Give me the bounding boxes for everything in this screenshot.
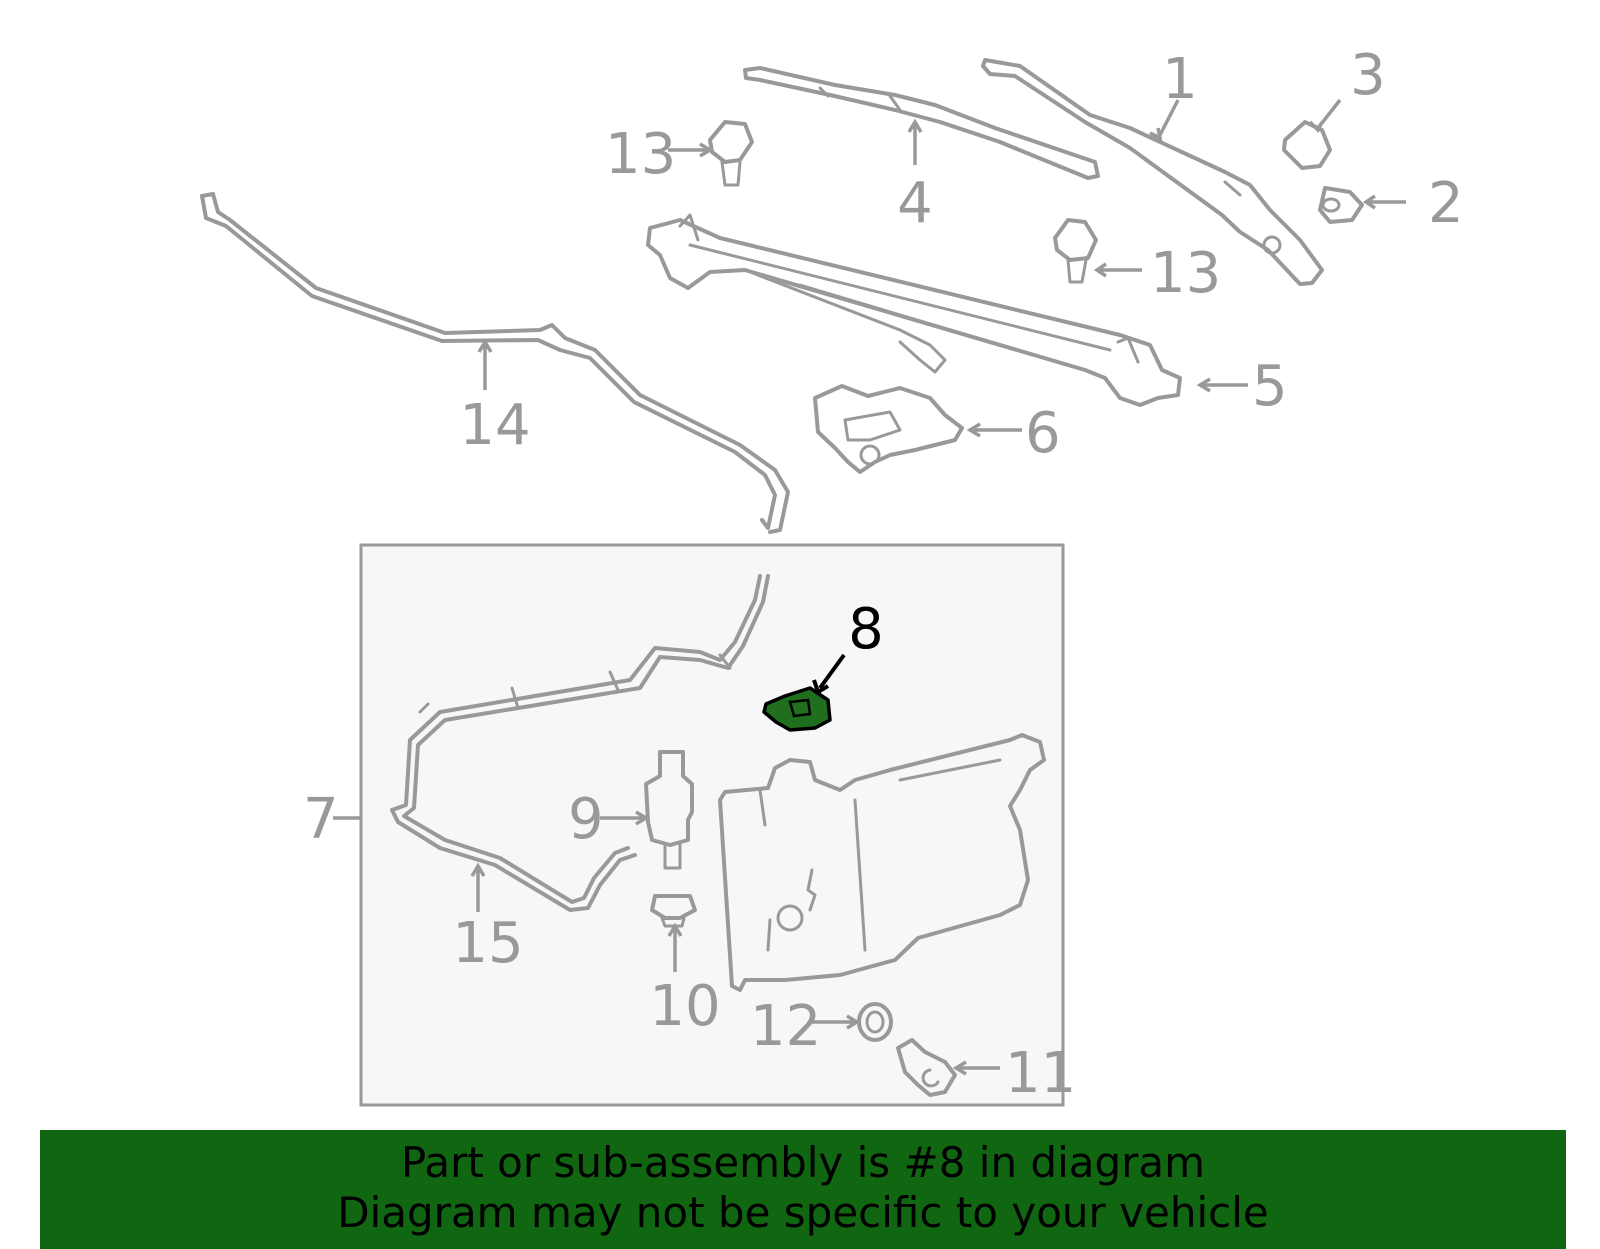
wiper-blade-part-4[interactable]	[743, 66, 1100, 180]
part-info-banner: Part or sub-assembly is #8 in diagram Di…	[40, 1130, 1566, 1249]
cap-part-3[interactable]	[1282, 120, 1332, 170]
callout-4: 4	[897, 171, 933, 236]
callout-12: 12	[750, 994, 821, 1059]
washer-pump-part-9[interactable]	[644, 750, 694, 870]
callout-13a: 13	[605, 122, 676, 187]
wiper-arm-part-1[interactable]	[981, 58, 1324, 286]
callout-8: 8	[848, 597, 884, 662]
wiper-motor-part-6[interactable]	[813, 384, 964, 474]
callout-14: 14	[459, 393, 530, 458]
washer-nozzle-part-13a[interactable]	[708, 120, 754, 187]
banner-line-2: Diagram may not be specific to your vehi…	[337, 1188, 1269, 1237]
callout-2: 2	[1428, 171, 1464, 236]
callout-15: 15	[452, 911, 523, 976]
callout-7: 7	[303, 787, 339, 852]
callout-3: 3	[1350, 43, 1386, 108]
callout-5: 5	[1252, 354, 1288, 419]
callout-10: 10	[649, 974, 720, 1039]
nut-part-2[interactable]	[1318, 186, 1364, 224]
washer-hose-part-14[interactable]	[200, 192, 790, 534]
callout-1: 1	[1162, 47, 1198, 112]
washer-hose-part-15[interactable]	[390, 574, 770, 912]
leader-lines	[333, 98, 1406, 1076]
wiper-linkage-part-5[interactable]	[646, 213, 1182, 407]
reservoir-cap-part-8[interactable]	[762, 686, 832, 732]
banner-line-1: Part or sub-assembly is #8 in diagram	[400, 1138, 1206, 1187]
reservoir-inset-box	[359, 543, 1065, 1107]
callout-6: 6	[1025, 401, 1061, 466]
level-sensor-part-11[interactable]	[896, 1038, 957, 1097]
washer-nozzle-part-13b[interactable]	[1053, 218, 1098, 284]
callout-13b: 13	[1150, 241, 1221, 306]
callout-11: 11	[1005, 1041, 1076, 1106]
callout-9: 9	[568, 787, 604, 852]
washer-reservoir[interactable]	[718, 733, 1046, 992]
callout-labels: 1 3 2 4 13 13 5 6 14 8 7 9 15 10 12 11	[303, 43, 1464, 1106]
